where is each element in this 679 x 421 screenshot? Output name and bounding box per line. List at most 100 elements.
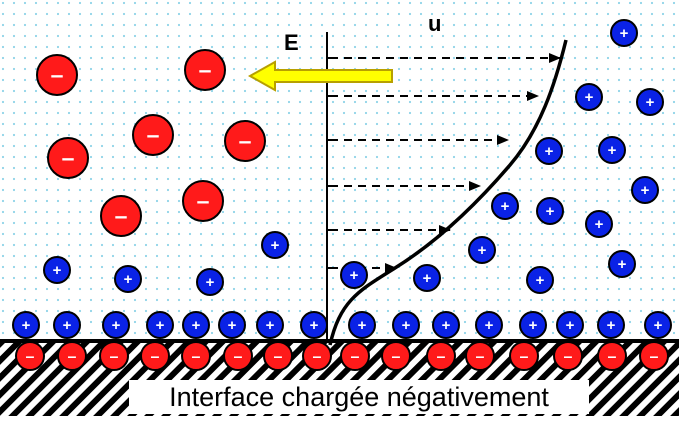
positive-ion: + — [597, 311, 625, 339]
ion-sign: + — [501, 198, 510, 215]
ion-sign: – — [520, 348, 529, 365]
ion-sign: + — [350, 267, 359, 284]
positive-ion: + — [526, 266, 554, 294]
positive-ion: + — [631, 176, 659, 204]
positive-ion: + — [644, 311, 672, 339]
ion-sign: + — [608, 142, 617, 159]
positive-ion: + — [348, 311, 376, 339]
ion-sign: + — [529, 317, 538, 334]
positive-ion: + — [519, 311, 547, 339]
ion-sign: + — [206, 274, 215, 291]
positive-ion: + — [432, 311, 460, 339]
ion-sign: – — [110, 348, 119, 365]
positive-ion: + — [468, 236, 496, 264]
ion-sign: + — [156, 317, 165, 334]
field-arrow — [247, 60, 393, 92]
positive-ion: + — [413, 264, 441, 292]
ion-sign: + — [620, 25, 629, 42]
ion-sign: + — [402, 317, 411, 334]
ion-sign: + — [641, 182, 650, 199]
dotted-background — [0, 0, 679, 340]
negative-ion: – — [597, 341, 627, 371]
negative-ion: – — [182, 180, 224, 222]
negative-ion: – — [36, 54, 78, 96]
ion-sign: + — [478, 242, 487, 259]
interface-caption: Interface chargée négativement — [129, 380, 589, 414]
ion-sign: + — [310, 317, 319, 334]
ion-sign: – — [392, 348, 401, 365]
positive-ion: + — [182, 311, 210, 339]
positive-ion: + — [340, 261, 368, 289]
positive-ion: + — [598, 136, 626, 164]
ion-sign: + — [585, 89, 594, 106]
positive-ion: + — [608, 250, 636, 278]
ion-sign: – — [234, 348, 243, 365]
ion-sign: – — [26, 348, 35, 365]
positive-ion: + — [585, 210, 613, 238]
ion-sign: + — [536, 272, 545, 289]
velocity-profile-curve — [328, 39, 568, 346]
ion-sign: – — [68, 348, 77, 365]
ion-sign: + — [266, 317, 275, 334]
negative-ion: – — [100, 195, 142, 237]
positive-ion: + — [556, 311, 584, 339]
negative-ion: – — [553, 341, 583, 371]
ion-sign: + — [228, 317, 237, 334]
ion-sign: + — [112, 317, 121, 334]
positive-ion: + — [146, 311, 174, 339]
positive-ion: + — [53, 311, 81, 339]
ion-sign: – — [274, 348, 283, 365]
ion-sign: + — [63, 317, 72, 334]
positive-ion: + — [256, 311, 284, 339]
ion-sign: + — [545, 143, 554, 160]
positive-ion: + — [575, 83, 603, 111]
ion-sign: + — [618, 256, 627, 273]
ion-sign: + — [358, 317, 367, 334]
ion-sign: – — [115, 203, 128, 229]
ion-sign: – — [351, 348, 360, 365]
ion-sign: – — [51, 62, 64, 88]
ion-sign: – — [650, 348, 659, 365]
ion-sign: – — [147, 122, 160, 148]
negative-ion: – — [140, 341, 170, 371]
positive-ion: + — [536, 197, 564, 225]
negative-ion: – — [223, 341, 253, 371]
positive-ion: + — [102, 311, 130, 339]
ion-sign: – — [476, 348, 485, 365]
positive-ion: + — [12, 311, 40, 339]
ion-sign: + — [423, 270, 432, 287]
ion-sign: + — [22, 317, 31, 334]
ion-sign: – — [197, 188, 210, 214]
negative-ion: – — [57, 341, 87, 371]
negative-ion: – — [263, 341, 293, 371]
positive-ion: + — [114, 265, 142, 293]
velocity-label: u — [428, 11, 441, 36]
positive-ion: + — [196, 268, 224, 296]
positive-ion: + — [43, 256, 71, 284]
ion-sign: + — [192, 317, 201, 334]
negative-ion: – — [47, 137, 89, 179]
ion-sign: + — [654, 317, 663, 334]
positive-ion: + — [218, 311, 246, 339]
positive-ion: + — [300, 311, 328, 339]
negative-ion: – — [465, 341, 495, 371]
ion-sign: + — [566, 317, 575, 334]
positive-ion: + — [535, 137, 563, 165]
negative-ion: – — [302, 341, 332, 371]
ion-sign: + — [271, 237, 280, 254]
positive-ion: + — [491, 192, 519, 220]
ion-sign: – — [564, 348, 573, 365]
positive-ion: + — [475, 311, 503, 339]
negative-ion: – — [340, 341, 370, 371]
ion-sign: + — [485, 317, 494, 334]
ion-sign: + — [607, 317, 616, 334]
ion-sign: – — [608, 348, 617, 365]
negative-ion: – — [132, 114, 174, 156]
negative-ion: – — [426, 341, 456, 371]
negative-ion: – — [15, 341, 45, 371]
ion-sign: – — [239, 128, 252, 154]
ion-sign: + — [124, 271, 133, 288]
ion-sign: + — [646, 94, 655, 111]
